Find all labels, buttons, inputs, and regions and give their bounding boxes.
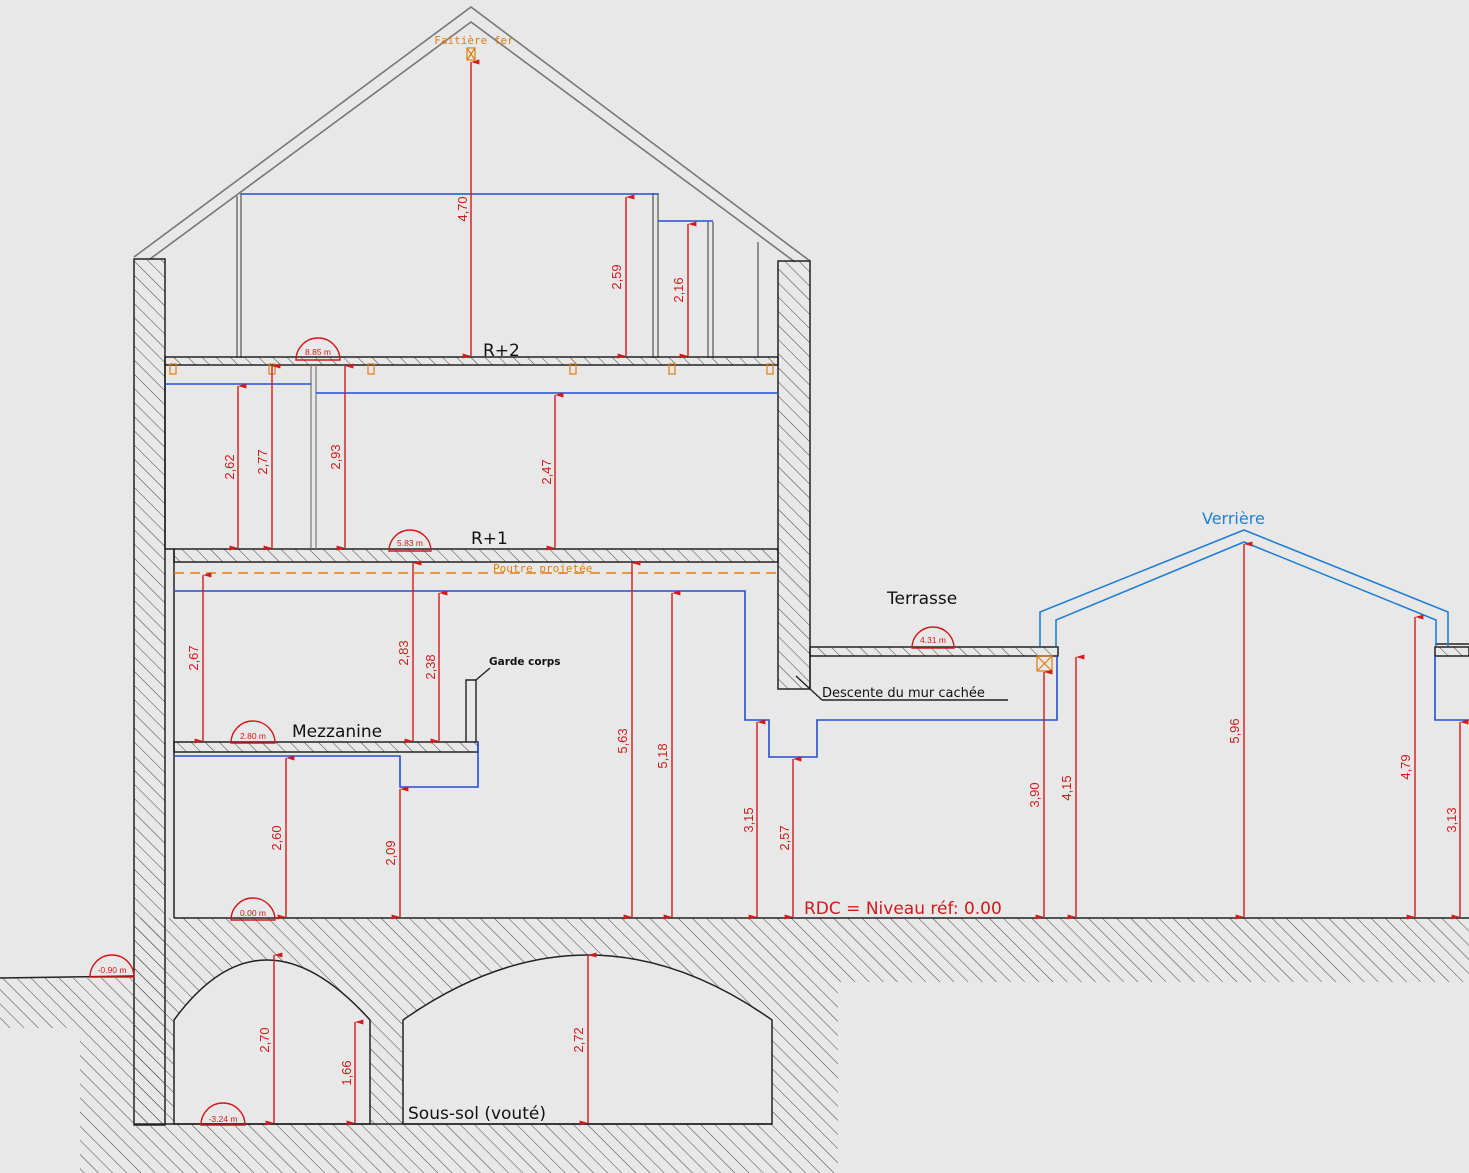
garde-corps: [465, 667, 491, 742]
dim-4-70: 4,70: [455, 196, 470, 221]
level-r2: 8.85 m: [305, 347, 331, 357]
rdc-label: RDC = Niveau réf: 0.00: [804, 899, 1002, 919]
r1-label: R+1: [471, 529, 508, 549]
partition-lines: [310, 365, 317, 549]
dim-4-15: 4,15: [1059, 775, 1074, 800]
dim-2-47: 2,47: [539, 459, 554, 484]
level-rdc: 0.00 m: [240, 908, 266, 918]
level-ground: -0.90 m: [98, 965, 127, 975]
dim-2-59: 2,59: [609, 264, 624, 289]
dim-3-13: 3,13: [1444, 807, 1459, 832]
structure: [0, 258, 1469, 1173]
dim-5-63: 5,63: [615, 728, 630, 753]
descente-label: Descente du mur cachée: [822, 686, 985, 701]
mezzanine-label: Mezzanine: [292, 722, 382, 742]
dim-5-96: 5,96: [1227, 718, 1242, 743]
terrasse-slab: [795, 643, 1469, 701]
dim-2-72: 2,72: [571, 1027, 586, 1052]
dim-1-66: 1,66: [339, 1060, 354, 1085]
ceiling-lines: [165, 193, 1469, 788]
dim-3-90: 3,90: [1027, 782, 1042, 807]
level-basement: -3.24 m: [209, 1114, 238, 1124]
dimension-values: 4,70 2,59 2,16 2,62 2,77 2,93 2,47 2,67 …: [186, 196, 1459, 1085]
level-mezzanine: 2.80 m: [240, 731, 266, 741]
terrasse-label: Terrasse: [886, 589, 957, 609]
faitiere-label: Faîtière fer: [434, 34, 514, 47]
garde-corps-label: Garde corps: [489, 656, 561, 668]
dim-2-83: 2,83: [396, 640, 411, 665]
dimension-lines: [194, 59, 1469, 1126]
dim-2-77: 2,77: [255, 449, 270, 474]
dim-5-18: 5,18: [655, 743, 670, 768]
dim-2-16: 2,16: [671, 277, 686, 302]
dim-2-67: 2,67: [186, 645, 201, 670]
dim-2-09: 2,09: [383, 840, 398, 865]
dim-4-79: 4,79: [1398, 754, 1413, 779]
level-r1: 5.83 m: [397, 538, 423, 548]
verriere-label: Verrière: [1202, 509, 1265, 528]
poutre-label: Poutre projetée: [493, 562, 592, 575]
dim-3-15: 3,15: [741, 807, 756, 832]
dim-2-57: 2,57: [777, 825, 792, 850]
r2-label: R+2: [483, 341, 520, 361]
level-terrasse: 4.31 m: [920, 635, 946, 645]
sous-sol-label: Sous-sol (vouté): [408, 1104, 546, 1124]
level-markers: [89, 337, 955, 1126]
dim-2-93: 2,93: [328, 444, 343, 469]
beam-markers: [169, 47, 1053, 672]
dim-2-60: 2,60: [269, 825, 284, 850]
dim-2-38: 2,38: [423, 654, 438, 679]
dim-2-62: 2,62: [222, 454, 237, 479]
dim-2-70: 2,70: [257, 1027, 272, 1052]
